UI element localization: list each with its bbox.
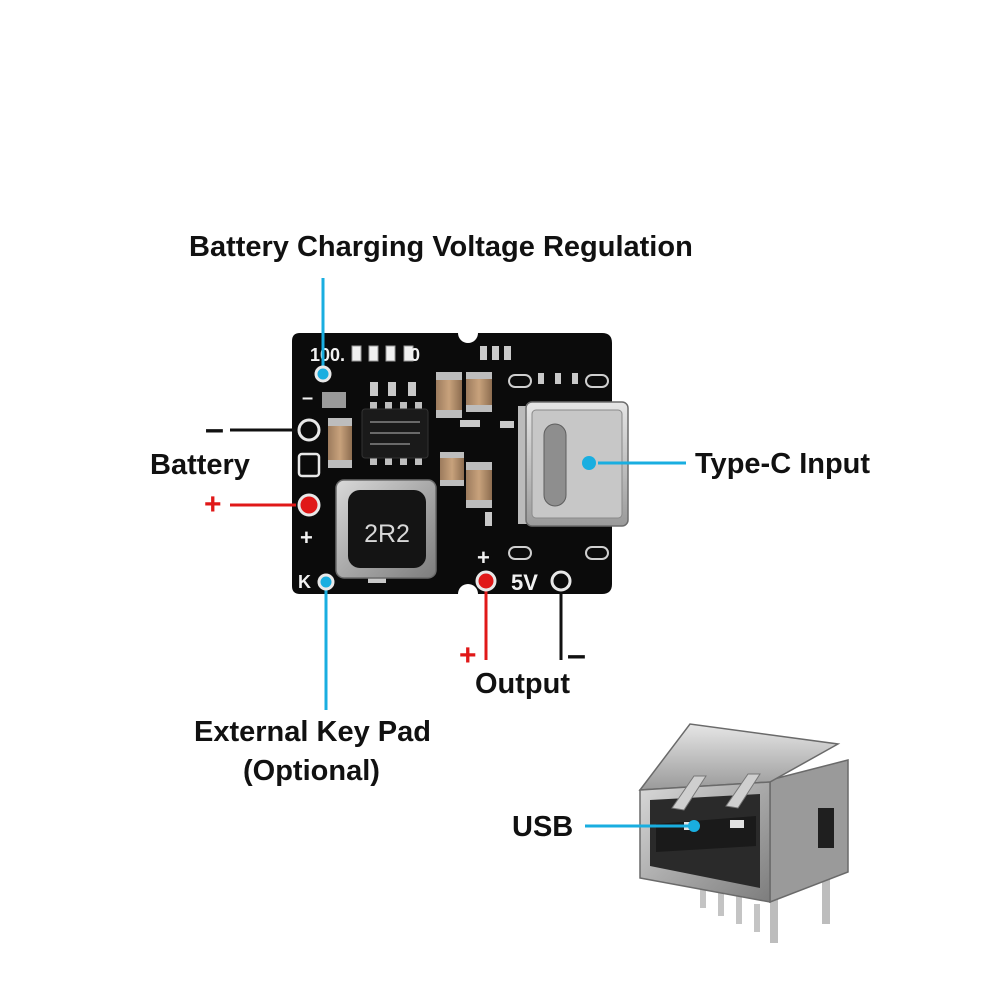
type-c-pointer-dot xyxy=(582,456,596,470)
pcb-label-100: 100. xyxy=(310,345,345,365)
pcb-label-0: 0 xyxy=(410,345,420,365)
battery-square-pad-outline xyxy=(297,452,321,478)
ic-chip xyxy=(361,402,429,465)
indicator-leds xyxy=(351,345,414,362)
type-c-input-label: Type-C Input xyxy=(695,448,871,480)
pads xyxy=(297,365,700,832)
output-label: Output xyxy=(475,668,571,700)
battery-minus-pad xyxy=(297,418,321,442)
voltage-regulation-pad xyxy=(314,365,332,383)
usb-label: USB xyxy=(512,811,574,843)
output-plus-pad xyxy=(475,570,497,592)
pcb-label-output-plus: + xyxy=(477,545,490,570)
battery-label: Battery xyxy=(150,449,250,481)
inductor-marking: 2R2 xyxy=(364,520,410,548)
pcb-label-battery-plus: + xyxy=(300,525,313,550)
type-c-connector xyxy=(518,401,629,527)
output-minus-sign: – xyxy=(567,636,586,674)
output-minus-pad xyxy=(550,570,572,592)
external-key-optional-label: (Optional) xyxy=(243,755,380,787)
battery-plus-pad xyxy=(297,493,321,517)
voltage-regulation-label: Battery Charging Voltage Regulation xyxy=(189,231,693,263)
external-key-pad xyxy=(317,573,335,591)
pcb-label-battery-minus: – xyxy=(302,387,313,409)
usb-pointer-dot xyxy=(688,820,700,832)
power-inductor: 2R2 xyxy=(335,479,437,579)
external-key-pad-label: External Key Pad xyxy=(194,716,431,748)
leader-lines xyxy=(230,278,694,828)
pcb-label-5v: 5V xyxy=(511,570,538,595)
ceramic-capacitors xyxy=(322,372,492,508)
usb-a-connector xyxy=(638,723,849,943)
battery-minus-sign: – xyxy=(205,410,224,448)
output-plus-sign: + xyxy=(459,639,477,672)
battery-plus-sign: + xyxy=(204,488,222,521)
pcb-label-k: K xyxy=(298,572,311,592)
